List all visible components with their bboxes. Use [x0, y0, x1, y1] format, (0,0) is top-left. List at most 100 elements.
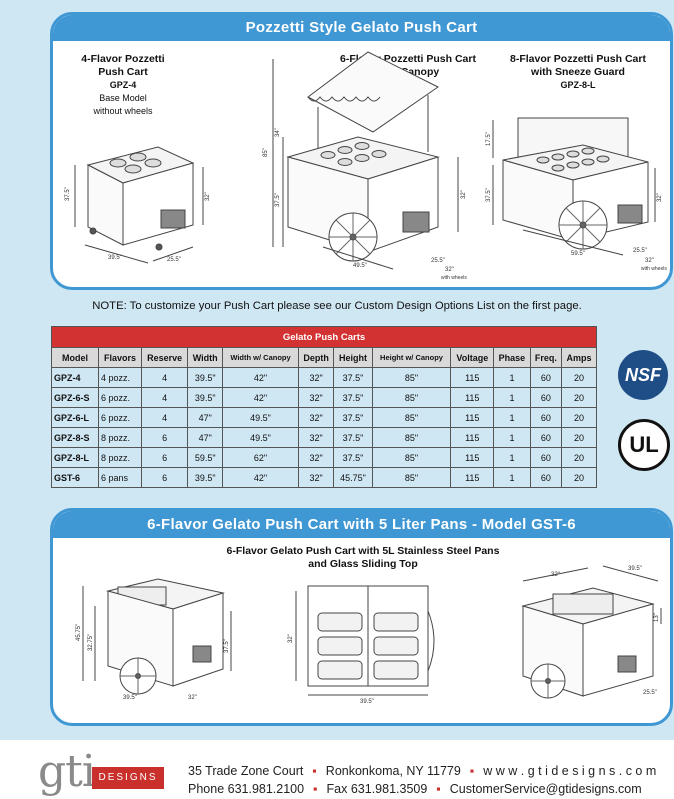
table-cell: 1 [493, 387, 531, 408]
table-title: Gelato Push Carts [51, 326, 597, 348]
table-cell: 85" [371, 447, 452, 468]
table-cell: 115 [450, 467, 495, 488]
separator-dot: ▪ [312, 764, 317, 778]
model-code: GPZ-8-L [560, 80, 596, 90]
table-cell: 4 [140, 407, 189, 428]
column-header: Phase [493, 347, 531, 368]
email-link[interactable]: CustomerService@gtidesigns.com [449, 782, 642, 796]
dim-label: 13" [654, 613, 660, 622]
dim-label: 37.5" [486, 188, 492, 202]
table-cell: 1 [493, 407, 531, 428]
column-header: Amps [561, 347, 597, 368]
table-cell: 42" [222, 387, 299, 408]
product-desc: Base Model [99, 93, 147, 103]
table-cell: 60 [529, 447, 563, 468]
table-cell: 6 [140, 427, 189, 448]
table-cell: GPZ-8-S [51, 427, 99, 448]
cart-gpz-6-l-illustration: 85" 34" 37.5" 32" 49.5" 25.5" 32" with w… [263, 51, 467, 281]
dim-label: 32" [188, 695, 197, 701]
caption-line: 6-Flavor Gelato Push Cart with 5L Stainl… [226, 545, 500, 557]
table-cell: 4 [140, 387, 189, 408]
dim-label: 59.5" [571, 251, 585, 257]
dim-label: 32" [445, 267, 454, 273]
table-cell: 6 pozz. [98, 407, 142, 428]
website-link[interactable]: w w w . g t i d e s i g n s . c o m [483, 764, 657, 778]
table-cell: 20 [561, 427, 597, 448]
table-cell: 39.5" [187, 387, 224, 408]
ul-badge: UL [618, 419, 670, 471]
model-code: GPZ-4 [109, 80, 137, 90]
column-header: Flavors [98, 347, 142, 368]
table-cell: GPZ-6-S [51, 387, 99, 408]
dim-label: 39.5" [108, 255, 122, 261]
table-cell: 32" [297, 467, 335, 488]
column-header: Voltage [450, 347, 495, 368]
dim-label: 25.5" [167, 257, 181, 263]
dim-label: with wheels [441, 275, 467, 281]
dim-label: with wheels [641, 266, 667, 272]
dim-label: 39.5" [628, 566, 642, 572]
product-name: Push Cart [98, 66, 148, 78]
table-cell: 20 [561, 367, 597, 388]
product-desc: without wheels [93, 106, 153, 116]
product-caption-gpz-8-l: 8-Flavor Pozzetti Push Cart with Sneeze … [493, 53, 663, 92]
dim-label: 49.5" [353, 263, 367, 269]
product-name: 8-Flavor Pozzetti Push Cart [510, 53, 646, 65]
table-cell: 115 [450, 387, 495, 408]
dim-label: 17.5" [486, 132, 492, 146]
dim-label: 25.5" [633, 248, 647, 254]
table-cell: 6 pozz. [98, 387, 142, 408]
table-cell: 115 [450, 407, 495, 428]
table-cell: 1 [493, 467, 531, 488]
dim-label: 85" [263, 148, 269, 157]
gst-6-top-view-illustration: 32" 39.5" [288, 585, 435, 705]
table-cell: 32" [297, 407, 335, 428]
table-cell: 6 [140, 447, 189, 468]
table-cell: 85" [371, 427, 452, 448]
column-header: Height [333, 347, 373, 368]
gst-6-angled-illustration: 32" 39.5" 13" 25.5" [521, 565, 662, 699]
city-state-zip: Ronkonkoma, NY 11779 [325, 764, 461, 778]
table-cell: 32" [297, 367, 335, 388]
table-cell: 115 [450, 367, 495, 388]
separator-dot: ▪ [313, 782, 318, 796]
table-cell: 39.5" [187, 367, 224, 388]
dim-label: 37.5" [224, 639, 230, 653]
dim-label: 32" [461, 190, 467, 199]
caption-line: and Glass Sliding Top [308, 558, 418, 570]
table-cell: 37.5" [333, 367, 373, 388]
dim-label: 39.5" [360, 699, 374, 705]
table-cell: 4 pozz. [98, 367, 142, 388]
dim-label: 32" [288, 634, 294, 643]
gst-6-panel: 6-Flavor Gelato Push Cart with 5 Liter P… [50, 508, 673, 726]
separator-dot: ▪ [469, 764, 475, 778]
table-cell: 4 [140, 367, 189, 388]
table-cell: 8 pozz. [98, 447, 142, 468]
panel-title: Pozzetti Style Gelato Push Cart [53, 15, 670, 41]
dim-label: 34" [275, 128, 281, 137]
table-cell: 85" [371, 407, 452, 428]
dim-label: 37.5" [275, 193, 281, 207]
table-cell: 49.5" [222, 427, 299, 448]
table-cell: 6 pans [98, 467, 142, 488]
gst-6-caption: 6-Flavor Gelato Push Cart with 5L Stainl… [203, 545, 523, 571]
column-header: Model [51, 347, 99, 368]
table-cell: 62" [222, 447, 299, 468]
table-cell: 1 [493, 367, 531, 388]
table-cell: 42" [222, 467, 299, 488]
table-cell: 1 [493, 427, 531, 448]
dim-label: 32" [657, 193, 663, 202]
product-caption-gpz-4: 4-Flavor Pozzetti Push Cart GPZ-4 Base M… [63, 53, 183, 118]
table-cell: 20 [561, 447, 597, 468]
column-header: Width w/ Canopy [222, 347, 299, 368]
nsf-badge: NSF [618, 350, 668, 400]
designs-logo-box: DESIGNS [92, 767, 164, 789]
column-header: Depth [297, 347, 335, 368]
table-cell: 20 [561, 467, 597, 488]
table-cell: 60 [529, 407, 563, 428]
